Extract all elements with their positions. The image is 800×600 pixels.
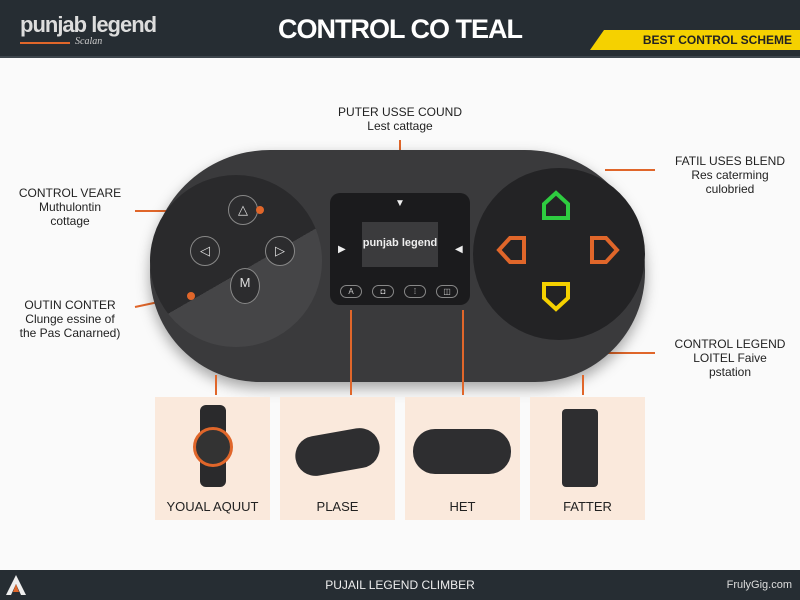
callout-text: Muthulontin	[38, 200, 102, 214]
footer-title: PUJAIL LEGEND CLIMBER	[325, 578, 475, 592]
right-arrow-icon: ▶	[338, 244, 346, 255]
logo-bar	[20, 42, 70, 44]
device-image	[562, 409, 598, 487]
orange-right-button[interactable]	[588, 234, 620, 266]
callout-text: Res caterming	[691, 168, 769, 182]
card-connector	[462, 310, 464, 395]
callout-dot	[187, 292, 195, 300]
small-button-frame[interactable]: ◫	[436, 285, 458, 298]
down-arrow-icon: ▼	[395, 198, 405, 209]
logo-text: punjab legend	[20, 12, 157, 37]
m-button[interactable]: M	[230, 268, 260, 304]
callout-title: CONTROL VEARE	[18, 186, 122, 200]
small-button-a[interactable]: A	[340, 285, 362, 298]
triangle-button[interactable]: △	[228, 195, 258, 225]
best-scheme-badge: BEST CONTROL SCHEME	[590, 30, 800, 50]
card-label: PLASE	[316, 499, 359, 514]
controller-image	[292, 424, 383, 480]
callout-dot	[256, 206, 264, 214]
callout-text: pstation	[708, 365, 752, 379]
orange-left-button[interactable]	[496, 234, 528, 266]
card-watch[interactable]: YOUAL AQUUT	[155, 397, 270, 520]
left-button[interactable]: ◁	[190, 236, 220, 266]
callout-text: cottage	[50, 214, 90, 228]
small-button-dots[interactable]: ⁞	[404, 285, 426, 298]
card-label: YOUAL AQUUT	[166, 499, 259, 514]
callout-line	[565, 352, 655, 354]
card-controller[interactable]: PLASE	[280, 397, 395, 520]
callout-title: PUTER USSE COUND	[337, 105, 462, 119]
small-button-square[interactable]: ◘	[372, 285, 394, 298]
callout-text: Lest cattage	[367, 119, 433, 133]
screen-logo: punjab legend	[362, 222, 438, 267]
yellow-down-button[interactable]	[540, 280, 572, 312]
footer: PUJAIL LEGEND CLIMBER FrulyGig.com	[0, 570, 800, 600]
card-device[interactable]: FATTER	[530, 397, 645, 520]
callout-text: the Pas Canarned)	[19, 326, 121, 340]
card-label: FATTER	[563, 499, 612, 514]
gamepad-image	[413, 429, 511, 474]
green-up-button[interactable]	[540, 190, 572, 222]
callout-title: FATIL USES BLEND	[674, 154, 786, 168]
card-label: HET	[449, 499, 476, 514]
card-connector	[582, 375, 584, 395]
callout-text: LOITEL Faive	[693, 351, 767, 365]
card-connector	[350, 310, 352, 395]
card-gamepad[interactable]: HET	[405, 397, 520, 520]
left-arrow-icon: ◀	[455, 244, 463, 255]
footer-site-link[interactable]: FrulyGig.com	[726, 579, 792, 591]
card-connector	[215, 375, 217, 395]
callout-line	[605, 169, 655, 171]
right-button[interactable]: ▷	[265, 236, 295, 266]
callout-text: culobried	[705, 182, 755, 196]
callout-title: CONTROL LEGEND	[674, 337, 786, 351]
brand-a-icon	[6, 575, 26, 595]
callout-title: OUTIN CONTER	[24, 298, 116, 312]
logo-subtitle: Scalan	[75, 36, 103, 47]
callout-text: Clunge essine of	[25, 312, 115, 326]
page-title: CONTROL CO TEAL	[278, 14, 523, 44]
watch-face	[193, 427, 233, 467]
